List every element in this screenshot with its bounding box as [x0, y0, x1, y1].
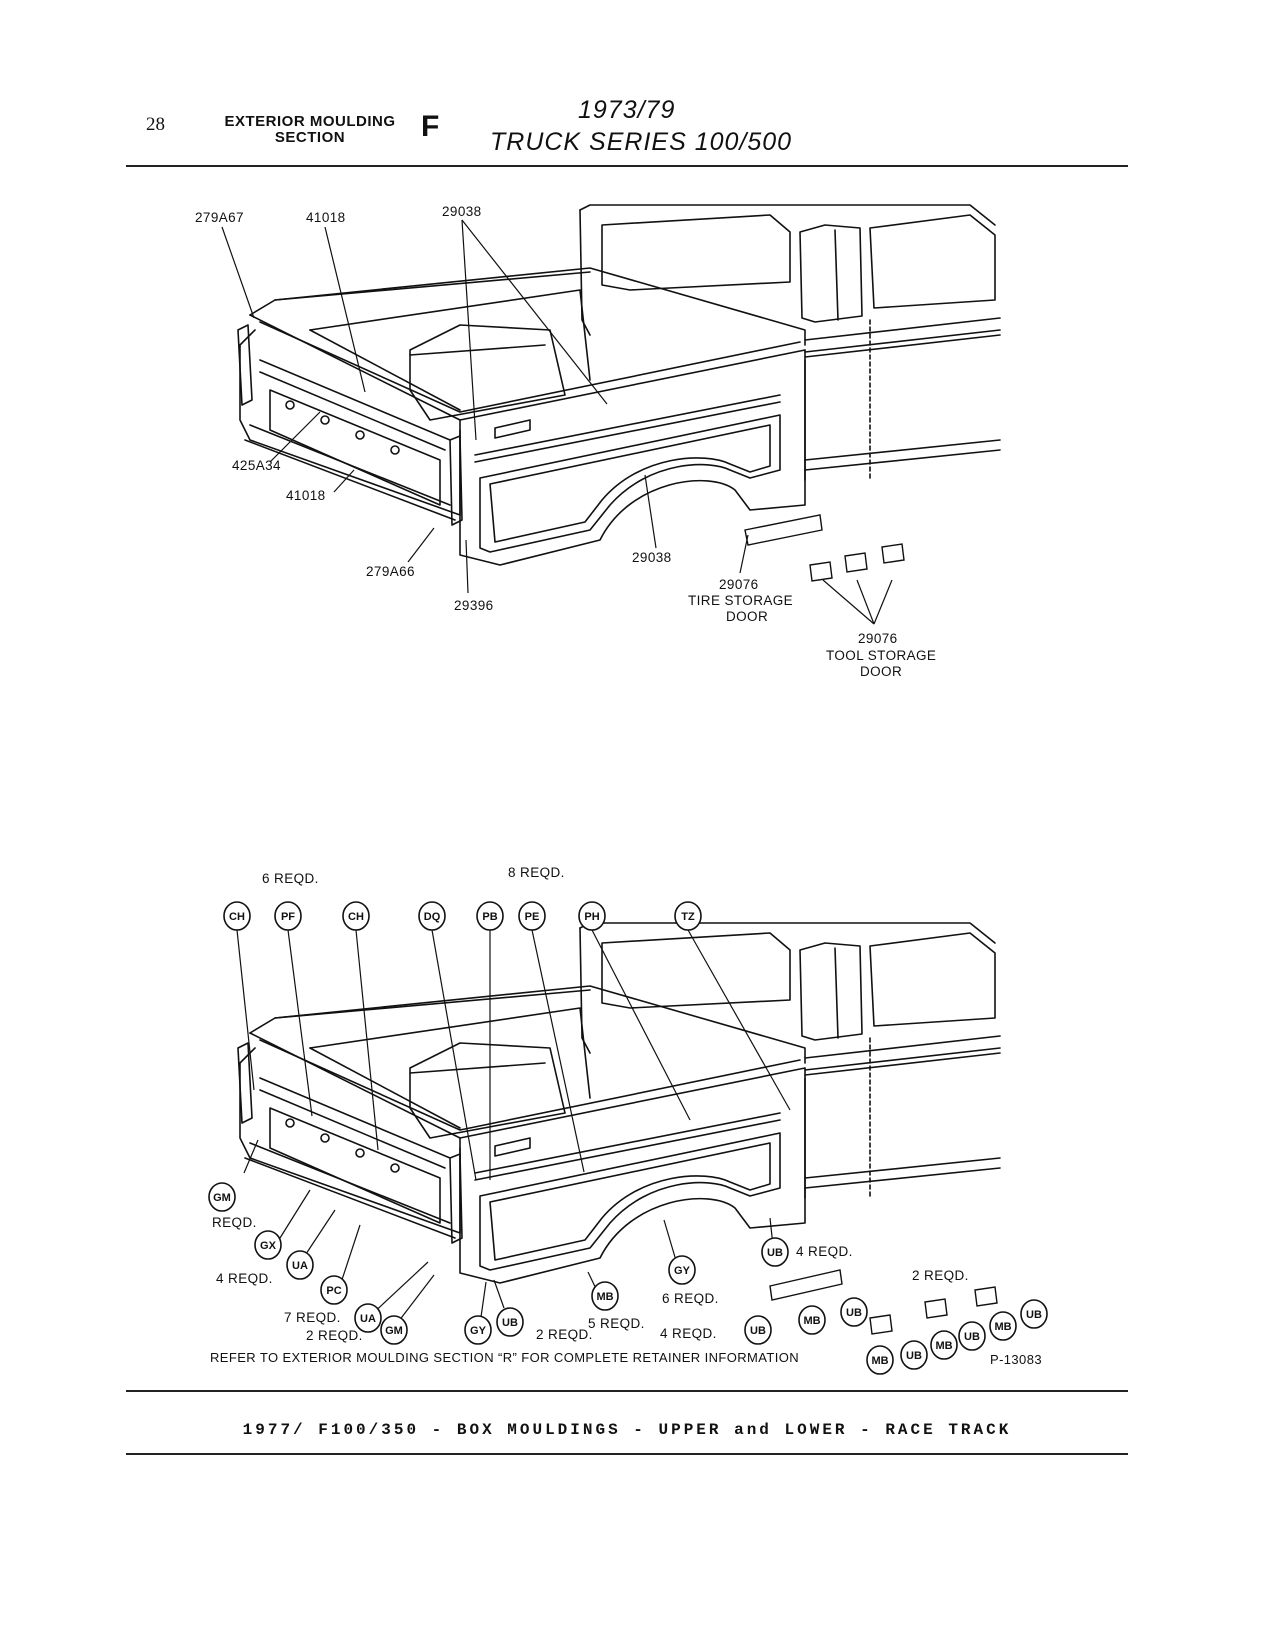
code-ch-1: CH: [229, 911, 245, 923]
code-mb-1: MB: [596, 1291, 613, 1303]
qty-ub-right: 4 REQD.: [796, 1244, 853, 1259]
header-rule: [126, 165, 1128, 167]
qty-tool-doors: 2 REQD.: [912, 1268, 969, 1283]
code-ub-1: UB: [502, 1317, 518, 1329]
code-ch-2: CH: [348, 911, 364, 923]
label-29396: 29396: [454, 598, 494, 613]
code-ua-2: UA: [360, 1313, 376, 1325]
code-ub-6: UB: [906, 1350, 922, 1362]
code-dq: DQ: [424, 911, 441, 923]
qty-pf: 6 REQD.: [262, 871, 319, 886]
truck-series: TRUCK SERIES 100/500: [490, 128, 793, 156]
label-tire-line1: TIRE STORAGE: [688, 593, 793, 608]
label-41018-top: 41018: [306, 210, 346, 225]
retainer-note: REFER TO EXTERIOR MOULDING SECTION “R” F…: [210, 1350, 799, 1365]
code-pc: PC: [326, 1285, 341, 1297]
code-ub-4: UB: [846, 1307, 862, 1319]
footer-rule-top: [126, 1390, 1128, 1392]
label-425a34: 425A34: [232, 458, 281, 473]
code-ub-2: UB: [767, 1247, 783, 1259]
figure-caption: 1977/ F100/350 - BOX MOULDINGS - UPPER a…: [242, 1421, 1012, 1439]
code-pe: PE: [525, 911, 540, 923]
qty-ua: 2 REQD.: [306, 1328, 363, 1343]
label-tool-line2: DOOR: [860, 664, 902, 679]
code-tz: TZ: [681, 911, 695, 923]
section-letter: F: [421, 110, 440, 143]
code-gm-1: GM: [213, 1192, 231, 1204]
qty-mb: 5 REQD.: [588, 1316, 645, 1331]
code-mb-4: MB: [935, 1340, 952, 1352]
code-pb: PB: [482, 911, 497, 923]
label-29038-bottom: 29038: [632, 550, 672, 565]
code-gm-2: GM: [385, 1325, 403, 1337]
section-name-line2: SECTION: [274, 129, 346, 146]
qty-gm: REQD.: [212, 1215, 257, 1230]
label-29038-top: 29038: [442, 204, 482, 219]
code-mb-2: MB: [803, 1315, 820, 1327]
section-name: EXTERIOR MOULDING SECTION: [210, 114, 410, 146]
page-number: 28: [146, 114, 165, 135]
label-tool-line1: TOOL STORAGE: [826, 648, 936, 663]
code-ph: PH: [584, 911, 599, 923]
code-ua-1: UA: [292, 1260, 308, 1272]
qty-gy: 6 REQD.: [662, 1291, 719, 1306]
model-years: 1973/79: [578, 96, 676, 124]
truck-illustration-lower: [237, 922, 1001, 1284]
qty-pe: 8 REQD.: [508, 865, 565, 880]
label-tool-part: 29076: [858, 631, 898, 646]
code-mb-5: MB: [994, 1321, 1011, 1333]
qty-pc: 7 REQD.: [284, 1310, 341, 1325]
code-ub-8: UB: [1026, 1309, 1042, 1321]
plate-reference: P-13083: [990, 1352, 1042, 1367]
truck-illustration-upper: [237, 204, 1001, 566]
code-pf: PF: [281, 911, 295, 923]
qty-ub-4: 4 REQD.: [660, 1326, 717, 1341]
label-279a66: 279A66: [366, 564, 415, 579]
label-41018-bottom: 41018: [286, 488, 326, 503]
code-gy-1: GY: [470, 1325, 487, 1337]
section-name-line1: EXTERIOR MOULDING: [224, 113, 396, 130]
label-tire-line2: DOOR: [726, 609, 768, 624]
label-tire-part: 29076: [719, 577, 759, 592]
footer-rule-bottom: [126, 1453, 1128, 1455]
code-mb-3: MB: [871, 1355, 888, 1367]
code-ub-3: UB: [750, 1325, 766, 1337]
code-ub-7: UB: [964, 1331, 980, 1343]
qty-ub-2: 2 REQD.: [536, 1327, 593, 1342]
code-gy-2: GY: [674, 1265, 691, 1277]
qty-gx: 4 REQD.: [216, 1271, 273, 1286]
label-279a67: 279A67: [195, 210, 244, 225]
code-gx: GX: [260, 1240, 277, 1252]
